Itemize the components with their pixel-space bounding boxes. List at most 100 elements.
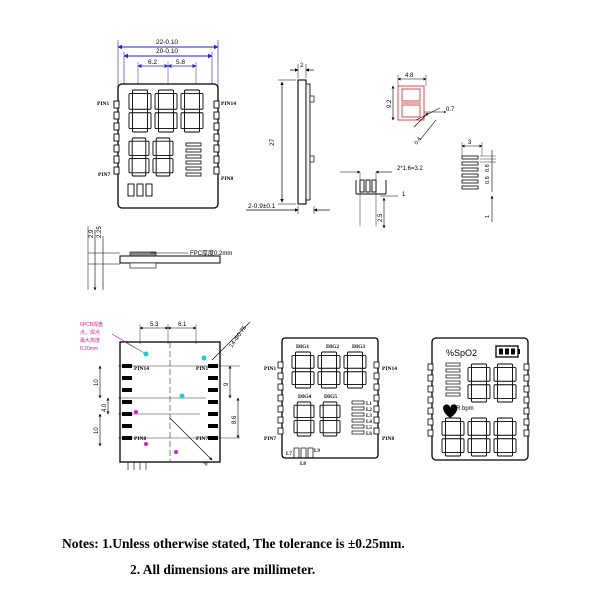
- pcb-dim-40: 4.0: [102, 403, 108, 412]
- side-pin: [373, 416, 380, 424]
- side-pin: [373, 405, 380, 413]
- bottom-dim-225: 2.25: [97, 226, 103, 238]
- side-pin: [213, 155, 220, 164]
- side-pin: [523, 363, 530, 371]
- pcb-note-line-3: 最大高度: [80, 337, 100, 344]
- pcb-dim-86: 8.6: [232, 415, 238, 424]
- dim-total-label: 22-0.10: [156, 39, 178, 46]
- spo2-digit-1: [467, 363, 491, 403]
- map-digit-4: [293, 401, 315, 437]
- side-pin: [373, 383, 380, 391]
- pcb-note-line-1: 6PCB焊盘: [80, 321, 103, 328]
- side-view: 2 27 2-0.9±0.1: [246, 63, 330, 214]
- side-pin: [427, 385, 434, 393]
- bottom-dim-29: 2.9: [89, 229, 95, 238]
- pcb-marker-dots: [143, 351, 207, 399]
- side-pin: [213, 122, 220, 131]
- battery-icon: [495, 345, 520, 358]
- front-view: 22-0.10 20-0.10 6.2 5.8 PIN1 PIN14 PIN7 …: [97, 39, 236, 209]
- side-pin: [427, 418, 434, 426]
- pin-dim-pitch: 2*1.6=3.2: [397, 166, 424, 172]
- side-pin: [277, 405, 284, 413]
- side-pin: [277, 383, 284, 391]
- digit-bottom-2: [152, 137, 174, 177]
- map-dig5: DIG5: [324, 394, 337, 400]
- pcb-pin7-label: PIN7: [196, 436, 208, 442]
- map-digit-5: [319, 401, 341, 437]
- map-l5: L5: [366, 426, 372, 431]
- side-dim-bottom: 2-0.9±0.1: [248, 203, 276, 210]
- pcb-pin8-label: PIN8: [134, 436, 146, 442]
- side-pin: [113, 122, 120, 131]
- map-digit-2: [317, 351, 341, 389]
- map-l1: L1: [366, 402, 372, 407]
- dim-left-label: 6.2: [148, 59, 157, 66]
- digit-dim-height: 9.2: [387, 99, 393, 108]
- side-pin: [373, 427, 380, 435]
- dim-inner-label: 20-0.10: [156, 48, 178, 55]
- map-pin7: PIN7: [264, 436, 276, 442]
- pcb-dim-small: 8: [203, 460, 210, 467]
- map-pin14: PIN14: [382, 366, 397, 372]
- side-pin: [523, 374, 530, 382]
- side-pin: [213, 133, 220, 142]
- digit-top-1: [128, 89, 152, 133]
- front-dim-height: 27: [269, 138, 276, 146]
- heart-icon: [443, 404, 458, 418]
- side-pin: [113, 111, 120, 120]
- pcb-footprint-view: 6PCB焊盘 点，焊点 最大高度 0.20mm 5.3 6.1 14-Φ0.75: [80, 321, 251, 470]
- side-pin: [523, 429, 530, 437]
- side-dim-top: 2: [300, 63, 304, 69]
- digit-bottom-1: [128, 137, 150, 177]
- bars-dim-sp1: 0.8: [485, 164, 491, 172]
- pr-digit-2: [467, 417, 491, 457]
- side-pin: [113, 144, 120, 153]
- map-l2: L2: [366, 408, 372, 413]
- pcb-note-line-2: 点，焊点: [80, 329, 100, 336]
- map-dig3: DIG3: [352, 344, 365, 350]
- side-pin: [277, 372, 284, 380]
- fpc-thickness-label: FPC厚度0.2mm: [190, 249, 232, 257]
- pr-bpm-label: PR bpm: [452, 406, 474, 412]
- pr-digit-1: [441, 417, 465, 457]
- digit-dim-stroke: 0.7: [446, 107, 455, 113]
- segment-map-view: DIG1 DIG2 DIG3 DIG4 DIG5 L1 L2 L3 L4 L5 …: [264, 337, 397, 467]
- side-pin: [427, 429, 434, 437]
- map-l6: L6: [366, 432, 372, 437]
- pcb-pin1-label: PIN1: [196, 366, 208, 372]
- pin7-label: PIN7: [98, 172, 110, 178]
- pr-digit-3: [493, 417, 517, 457]
- side-pin: [277, 427, 284, 435]
- pcb-dim-9: 9: [224, 382, 230, 386]
- side-pin: [427, 407, 434, 415]
- side-pin: [373, 372, 380, 380]
- bars-dim-sp2: 0.8: [485, 176, 491, 184]
- map-dig4: DIG4: [298, 394, 311, 400]
- pin-dim-one: 1: [402, 192, 406, 198]
- map-l3: L3: [366, 414, 372, 419]
- pin8-label: PIN8: [221, 176, 233, 182]
- pcb-dim-10a: 10: [94, 379, 100, 386]
- bars-dim-three: 3: [468, 140, 472, 146]
- pcb-dim-10b: 10: [94, 427, 100, 434]
- side-pin: [523, 385, 530, 393]
- signal-bars: [445, 362, 461, 397]
- map-pin1: PIN1: [264, 366, 276, 372]
- map-l7: L7: [286, 452, 292, 457]
- level-bars: [185, 142, 202, 177]
- map-digit-1: [291, 351, 315, 389]
- map-dig2: DIG2: [326, 344, 339, 350]
- side-pin: [523, 407, 530, 415]
- dim-mid-label: 5.8: [176, 59, 185, 66]
- side-pin: [427, 374, 434, 382]
- digit-top-3: [180, 89, 204, 133]
- side-pin: [113, 166, 120, 175]
- bars-detail: 3 0.8 0.8 1: [461, 140, 496, 222]
- side-pin: [427, 363, 434, 371]
- pcb-dim-53: 5.3: [150, 322, 159, 328]
- side-pin: [427, 396, 434, 404]
- pin14-label: PIN14: [221, 101, 236, 107]
- digit-dim-angle: 0.4: [414, 136, 423, 146]
- digit-dim-width: 4.8: [405, 73, 414, 79]
